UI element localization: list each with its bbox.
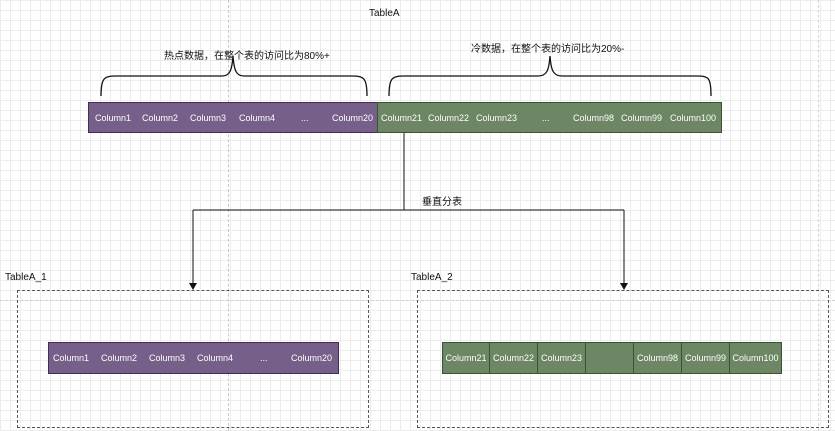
table-a2-container	[417, 290, 829, 428]
table-a1-columns: Column1 Column2 Column3 Column4 ... Colu…	[48, 342, 339, 374]
vertical-split-label: 垂直分表	[422, 197, 462, 208]
table-cell-empty	[585, 342, 634, 374]
column-ellipsis: ...	[301, 112, 309, 123]
column-ellipsis: ...	[260, 353, 268, 363]
vertical-guide-line	[228, 0, 229, 431]
table-a2-title: TableA_2	[411, 272, 453, 283]
column-label: Column2	[101, 353, 138, 363]
table-cell: Column23	[537, 342, 586, 374]
table-cell: Column99	[681, 342, 730, 374]
column-ellipsis: ...	[542, 112, 550, 123]
column-label: Column3	[149, 353, 186, 363]
hot-data-note: 热点数据，在整个表的访问比为80%+	[164, 51, 330, 62]
arrow-head-right	[620, 283, 628, 290]
table-cell: Column21	[442, 342, 490, 374]
table-cell: Column22	[489, 342, 538, 374]
column-label: Column23	[476, 112, 518, 123]
table-cell: Column100	[729, 342, 782, 374]
cold-data-note: 冷数据，在整个表的访问比为20%-	[471, 44, 625, 55]
column-label: Column20	[291, 353, 333, 363]
table-a2-columns: Column21 Column22 Column23 Column98 Colu…	[442, 342, 782, 374]
hot-brace	[100, 55, 368, 97]
column-label: Column20	[332, 112, 374, 123]
column-label: Column99	[621, 112, 663, 123]
table-cell: Column98	[633, 342, 682, 374]
column-label: Column21	[381, 112, 423, 123]
column-label: Column4	[197, 353, 234, 363]
column-label: Column100	[670, 112, 717, 123]
column-label: Column2	[142, 112, 179, 123]
arrow-head-left	[189, 283, 197, 290]
column-label: Column1	[53, 353, 90, 363]
cold-brace	[388, 55, 712, 97]
column-label: Column1	[95, 112, 132, 123]
vertical-guide-line-right	[818, 0, 819, 431]
table-a1-title: TableA_1	[5, 272, 47, 283]
table-a-cold-columns: Column21 Column22 Column23 ... Column98 …	[377, 102, 722, 133]
table-a-hot-columns: Column1 Column2 Column3 Column4 ... Colu…	[88, 102, 378, 133]
table-a1-container	[17, 290, 369, 428]
column-label: Column3	[190, 112, 227, 123]
table-a-title: TableA	[369, 8, 400, 19]
column-label: Column4	[239, 112, 276, 123]
column-label: Column22	[428, 112, 470, 123]
column-label: Column98	[573, 112, 615, 123]
